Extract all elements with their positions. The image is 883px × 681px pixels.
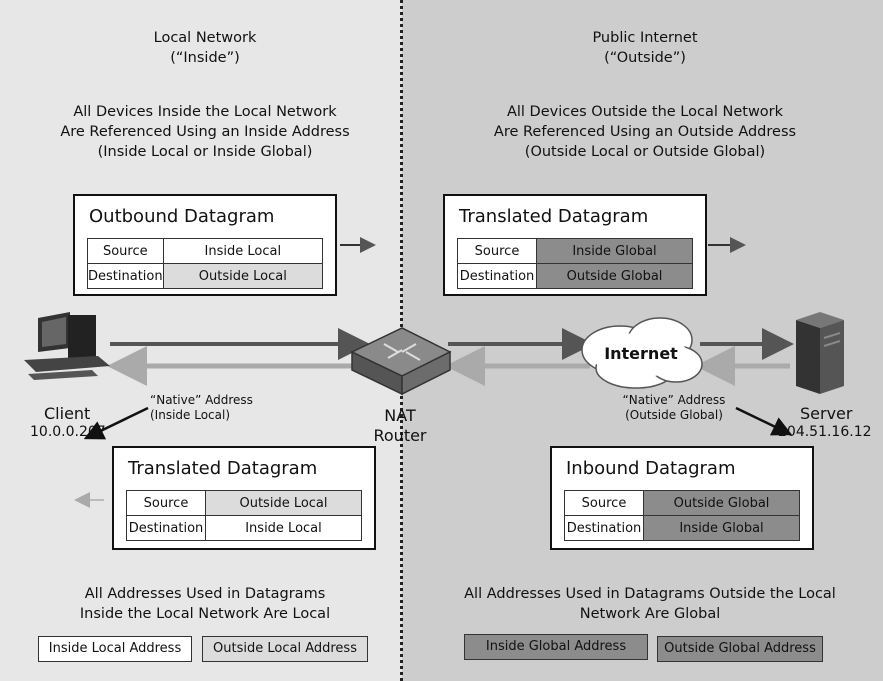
router-label-line2: Router (373, 426, 427, 445)
client-address: 10.0.0.207 (30, 424, 106, 440)
nat-router-icon (350, 327, 452, 396)
left-footer-line1: All Addresses Used in Datagrams (84, 586, 326, 602)
legend-inside-global: Inside Global Address (464, 634, 648, 660)
server-native-line2: (Outside Global) (625, 408, 723, 422)
legend-outside-local: Outside Local Address (202, 636, 368, 662)
legend-outside-global: Outside Global Address (657, 636, 823, 662)
left-desc-line3: (Inside Local or Inside Global) (97, 144, 313, 160)
right-footer: All Addresses Used in Datagrams Outside … (440, 584, 860, 624)
left-heading-line2: (“Inside”) (170, 50, 240, 66)
source-value: Outside Local (205, 490, 362, 516)
client-computer-icon (24, 312, 110, 380)
server-native-pointer (735, 406, 793, 436)
inbound-datagram-title: Inbound Datagram (566, 458, 736, 479)
destination-value: Outside Global (536, 263, 693, 289)
server-address: 204.51.16.12 (778, 424, 872, 440)
internet-cloud-icon (581, 317, 703, 389)
internet-label: Internet (604, 344, 678, 363)
left-desc-line2: Are Referenced Using an Inside Address (60, 124, 350, 140)
left-heading-line1: Local Network (153, 30, 257, 46)
right-footer-line1: All Addresses Used in Datagrams Outside … (464, 586, 836, 602)
right-heading: Public Internet (“Outside”) (520, 28, 770, 68)
client-native-line2: (Inside Local) (150, 408, 231, 422)
right-heading-line1: Public Internet (592, 30, 698, 46)
destination-value: Inside Global (643, 515, 800, 541)
client-label: Client (44, 404, 91, 423)
server-label: Server (800, 404, 853, 423)
right-desc-line3: (Outside Local or Outside Global) (524, 144, 766, 160)
right-footer-line2: Network Are Global (579, 606, 721, 622)
source-value: Inside Global (536, 238, 693, 264)
source-value: Outside Global (643, 490, 800, 516)
left-footer: All Addresses Used in Datagrams Inside t… (20, 584, 390, 624)
destination-key: Destination (457, 263, 537, 289)
source-key: Source (457, 238, 537, 264)
translated-outbound-title: Translated Datagram (459, 206, 649, 227)
right-desc-line1: All Devices Outside the Local Network (506, 104, 784, 120)
outbound-datagram-title: Outbound Datagram (89, 206, 275, 227)
destination-key: Destination (87, 263, 164, 289)
destination-value: Outside Local (162, 263, 324, 289)
server-icon (796, 312, 844, 394)
client-native-address: “Native” Address (Inside Local) (150, 393, 280, 423)
right-description: All Devices Outside the Local Network Ar… (460, 102, 830, 162)
destination-value: Inside Local (205, 515, 362, 541)
source-key: Source (87, 238, 164, 264)
left-heading: Local Network (“Inside”) (80, 28, 330, 68)
client-native-line1: “Native” Address (150, 393, 253, 407)
left-footer-line2: Inside the Local Network Are Local (79, 606, 331, 622)
left-desc-line1: All Devices Inside the Local Network (73, 104, 337, 120)
left-description: All Devices Inside the Local Network Are… (20, 102, 390, 162)
source-key: Source (126, 490, 206, 516)
translated-inbound-title: Translated Datagram (128, 458, 318, 479)
destination-key: Destination (126, 515, 206, 541)
right-heading-line2: (“Outside”) (604, 50, 686, 66)
right-desc-line2: Are Referenced Using an Outside Address (493, 124, 797, 140)
router-label: NAT Router (370, 406, 430, 446)
legend-inside-local: Inside Local Address (38, 636, 192, 662)
destination-key: Destination (564, 515, 644, 541)
router-label-line1: NAT (384, 406, 416, 425)
server-native-line1: “Native” Address (622, 393, 726, 407)
server-native-address: “Native” Address (Outside Global) (604, 393, 744, 423)
source-value: Inside Local (162, 238, 324, 264)
client-native-pointer (83, 406, 149, 440)
source-key: Source (564, 490, 644, 516)
